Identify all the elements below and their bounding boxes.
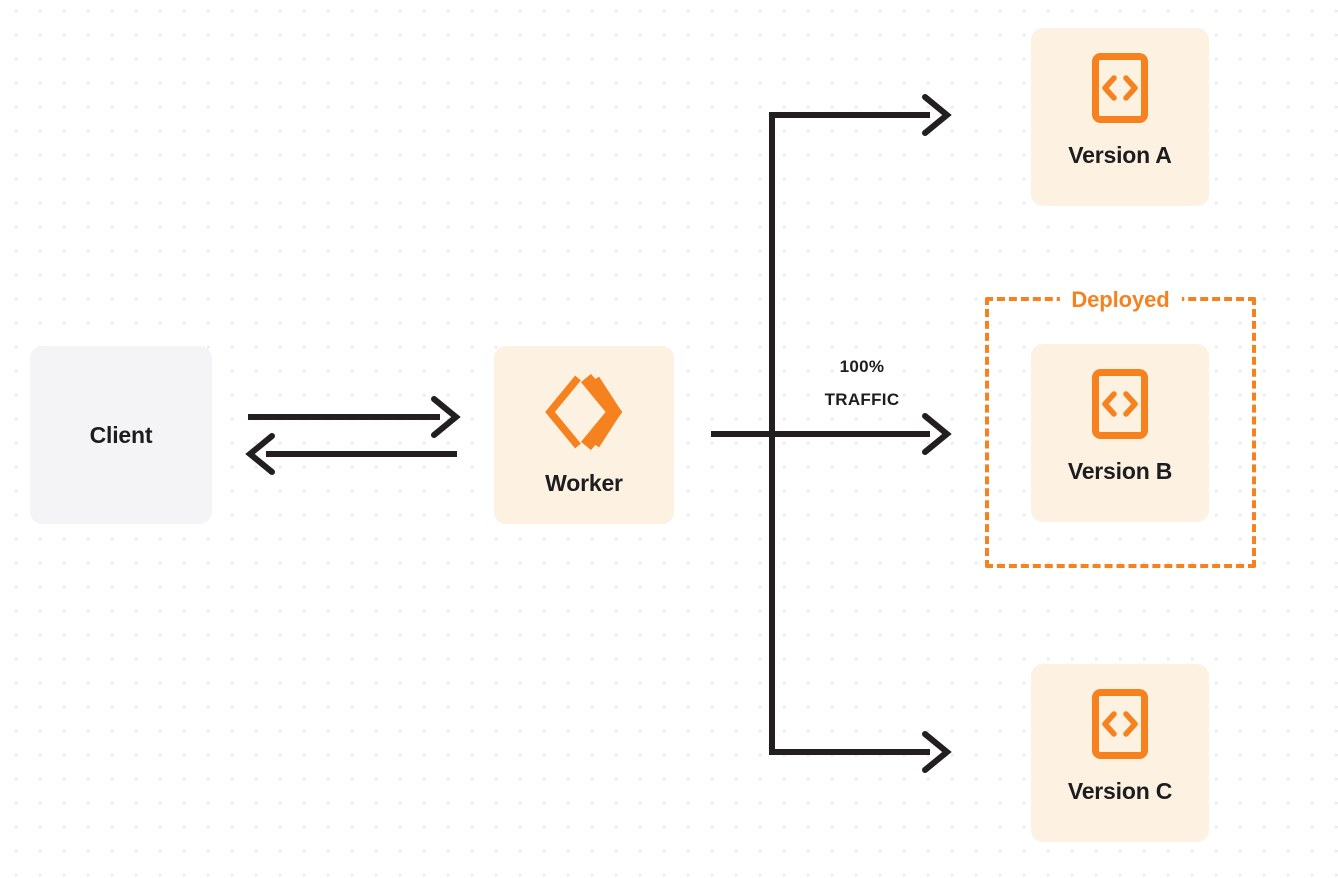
node-version-a[interactable]: Version A xyxy=(1031,28,1209,206)
code-file-icon xyxy=(1091,368,1149,440)
deployed-group-frame: Deployed xyxy=(985,285,1256,568)
version-b-label: Version B xyxy=(1067,458,1173,484)
node-version-c[interactable]: Version C xyxy=(1031,664,1209,842)
edge-to-version-c xyxy=(769,731,952,773)
code-file-icon xyxy=(1091,688,1149,760)
node-client[interactable]: Client xyxy=(30,346,212,524)
client-label: Client xyxy=(89,421,153,448)
cloudflare-workers-logo-icon xyxy=(545,372,623,452)
version-c-label: Version C xyxy=(1067,778,1173,804)
node-version-b[interactable]: Version B xyxy=(1031,344,1209,522)
deployed-group-label: Deployed xyxy=(1059,285,1182,315)
edge-worker-to-client xyxy=(245,433,457,475)
version-a-label: Version A xyxy=(1068,142,1172,168)
node-worker[interactable]: Worker xyxy=(494,346,674,524)
traffic-percent: 100% xyxy=(839,357,885,376)
traffic-label: 100% TRAFFIC xyxy=(789,350,935,416)
worker-label: Worker xyxy=(545,470,623,496)
traffic-word: TRAFFIC xyxy=(824,390,900,409)
edge-to-version-a xyxy=(769,94,952,136)
edge-client-to-worker xyxy=(248,396,461,438)
edge-worker-trunk xyxy=(711,413,952,455)
code-file-icon xyxy=(1091,52,1149,124)
